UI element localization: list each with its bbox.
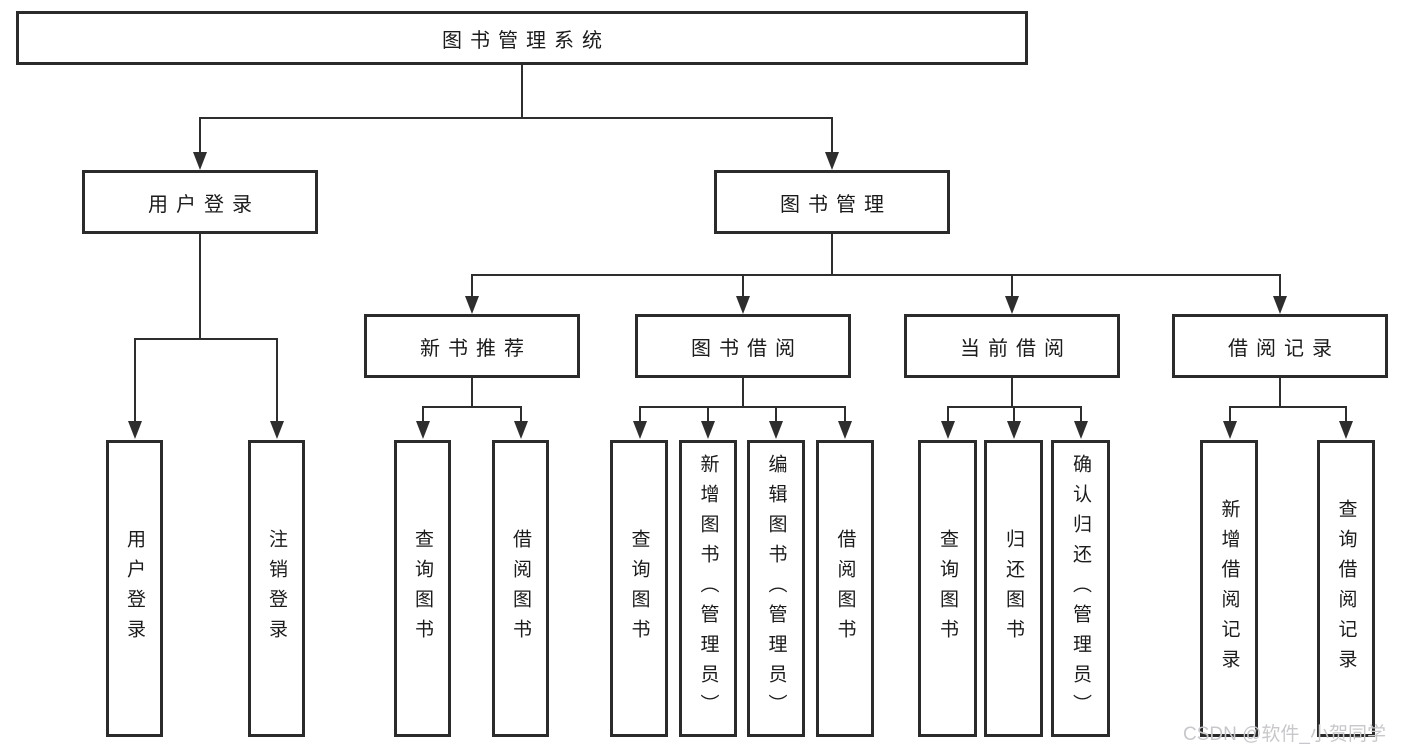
connector-line (947, 406, 949, 422)
connector-line (1011, 378, 1013, 406)
connector-line (1279, 274, 1281, 299)
connector-line (831, 234, 833, 274)
node-label: 当前借阅 (960, 337, 1072, 360)
connector-line (1345, 406, 1347, 422)
node-borrow-records: 借阅记录 (1172, 314, 1388, 378)
node-label: 归还图书 (1003, 528, 1024, 649)
leaf-query-books-recommend: 查询图书 (394, 440, 451, 737)
arrowhead-down-icon (941, 421, 955, 439)
connector-line (742, 378, 744, 406)
node-current-borrow: 当前借阅 (904, 314, 1120, 378)
arrowhead-down-icon (128, 421, 142, 439)
node-label: 图书管理系统 (442, 29, 610, 52)
node-book-management: 图书管理 (714, 170, 950, 234)
arrowhead-down-icon (193, 152, 207, 170)
connector-line (199, 234, 201, 338)
connector-line (1279, 378, 1281, 406)
arrowhead-down-icon (825, 152, 839, 170)
arrowhead-down-icon (1005, 296, 1019, 314)
arrowhead-down-icon (701, 421, 715, 439)
connector-line (1229, 406, 1347, 408)
connector-line (742, 274, 744, 299)
connector-line (831, 117, 833, 155)
arrowhead-down-icon (838, 421, 852, 439)
leaf-add-borrow-record: 新增借阅记录 (1200, 440, 1258, 737)
node-book-borrow: 图书借阅 (635, 314, 851, 378)
connector-line (521, 65, 523, 117)
leaf-edit-book-admin: 编辑图书（管理员） (747, 440, 805, 737)
leaf-query-books-current: 查询图书 (918, 440, 977, 737)
connector-line (775, 406, 777, 422)
connector-line (639, 406, 846, 408)
connector-line (199, 117, 833, 119)
arrowhead-down-icon (416, 421, 430, 439)
arrowhead-down-icon (633, 421, 647, 439)
connector-line (134, 338, 277, 340)
leaf-borrow-books: 借阅图书 (816, 440, 874, 737)
leaf-query-books-borrow: 查询图书 (610, 440, 668, 737)
connector-line (639, 406, 641, 422)
node-label: 查询图书 (937, 528, 958, 649)
connector-line (1011, 274, 1013, 299)
connector-line (276, 338, 278, 422)
connector-line (471, 378, 473, 406)
node-label: 图书借阅 (691, 337, 803, 360)
connector-line (1013, 406, 1015, 422)
node-label: 确认归还（管理员） (1070, 453, 1091, 724)
connector-line (707, 406, 709, 422)
arrowhead-down-icon (1074, 421, 1088, 439)
node-label: 借阅图书 (510, 528, 531, 649)
node-new-book-recommend: 新书推荐 (364, 314, 580, 378)
node-label: 用户登录 (148, 193, 260, 216)
leaf-confirm-return-admin: 确认归还（管理员） (1051, 440, 1110, 737)
connector-line (844, 406, 846, 422)
connector-line (199, 117, 201, 155)
node-label: 新书推荐 (420, 337, 532, 360)
node-label: 新增借阅记录 (1218, 498, 1240, 679)
node-label: 查询图书 (412, 528, 433, 649)
csdn-watermark: CSDN @软件_小贺同学 (1183, 724, 1386, 745)
connector-line (1080, 406, 1082, 422)
node-label: 新增图书（管理员） (697, 453, 719, 724)
connector-line (471, 274, 473, 299)
node-label: 查询借阅记录 (1335, 498, 1357, 679)
node-label: 图书管理 (780, 193, 892, 216)
leaf-borrow-books-recommend: 借阅图书 (492, 440, 549, 737)
connector-line (1229, 406, 1231, 422)
arrowhead-down-icon (1007, 421, 1021, 439)
node-label: 借阅图书 (834, 528, 856, 649)
connector-line (422, 406, 424, 422)
connector-line (520, 406, 522, 422)
node-label: 编辑图书（管理员） (765, 453, 787, 724)
leaf-query-borrow-record: 查询借阅记录 (1317, 440, 1375, 737)
arrowhead-down-icon (1339, 421, 1353, 439)
arrowhead-down-icon (465, 296, 479, 314)
connector-line (471, 274, 1281, 276)
arrowhead-down-icon (270, 421, 284, 439)
arrowhead-down-icon (1223, 421, 1237, 439)
arrowhead-down-icon (514, 421, 528, 439)
node-user-login: 用户登录 (82, 170, 318, 234)
arrowhead-down-icon (1273, 296, 1287, 314)
node-root-library-system: 图书管理系统 (16, 11, 1028, 65)
connector-line (134, 338, 136, 422)
connector-line (422, 406, 522, 408)
arrowhead-down-icon (769, 421, 783, 439)
arrowhead-down-icon (736, 296, 750, 314)
node-label: 借阅记录 (1228, 337, 1340, 360)
leaf-return-books: 归还图书 (984, 440, 1043, 737)
leaf-logout: 注销登录 (248, 440, 305, 737)
leaf-user-login: 用户登录 (106, 440, 163, 737)
node-label: 注销登录 (266, 528, 287, 649)
leaf-add-book-admin: 新增图书（管理员） (679, 440, 737, 737)
node-label: 用户登录 (124, 528, 145, 649)
node-label: 查询图书 (628, 528, 650, 649)
